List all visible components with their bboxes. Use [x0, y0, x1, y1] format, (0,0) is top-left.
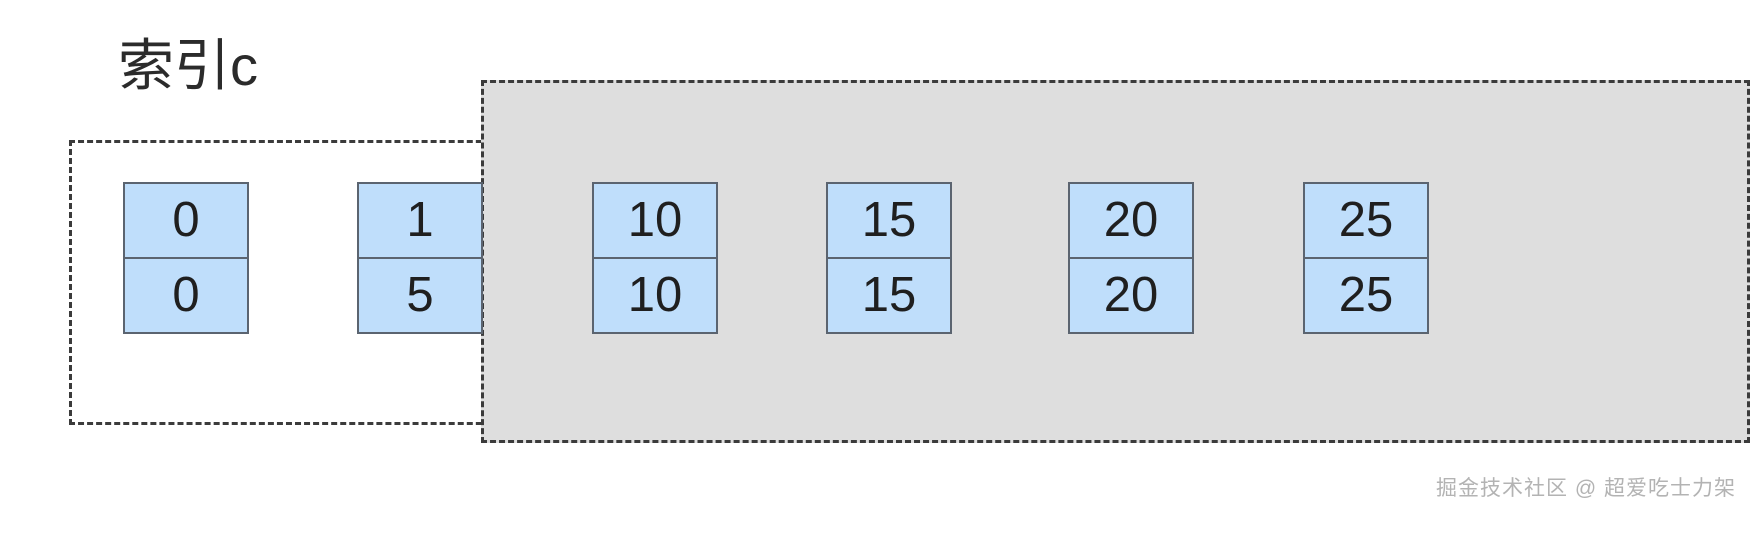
index-cell: 25 25: [1303, 182, 1429, 334]
cell-bottom-value: 15: [826, 258, 952, 334]
index-cell: 20 20: [1068, 182, 1194, 334]
cell-bottom-value: 20: [1068, 258, 1194, 334]
cell-top-value: 10: [592, 182, 718, 258]
cell-bottom-value: 25: [1303, 258, 1429, 334]
cell-top-value: 20: [1068, 182, 1194, 258]
cell-top-value: 0: [123, 182, 249, 258]
cell-top-value: 1: [357, 182, 483, 258]
index-cell: 0 0: [123, 182, 249, 334]
index-cell: 10 10: [592, 182, 718, 334]
index-cell: 1 5: [357, 182, 483, 334]
cell-bottom-value: 5: [357, 258, 483, 334]
cell-bottom-value: 10: [592, 258, 718, 334]
cell-bottom-value: 0: [123, 258, 249, 334]
page-title: 索引c: [118, 34, 258, 97]
cell-top-value: 25: [1303, 182, 1429, 258]
watermark-text: 掘金技术社区 @ 超爱吃士力架: [1436, 477, 1736, 500]
cell-top-value: 15: [826, 182, 952, 258]
index-cell: 15 15: [826, 182, 952, 334]
